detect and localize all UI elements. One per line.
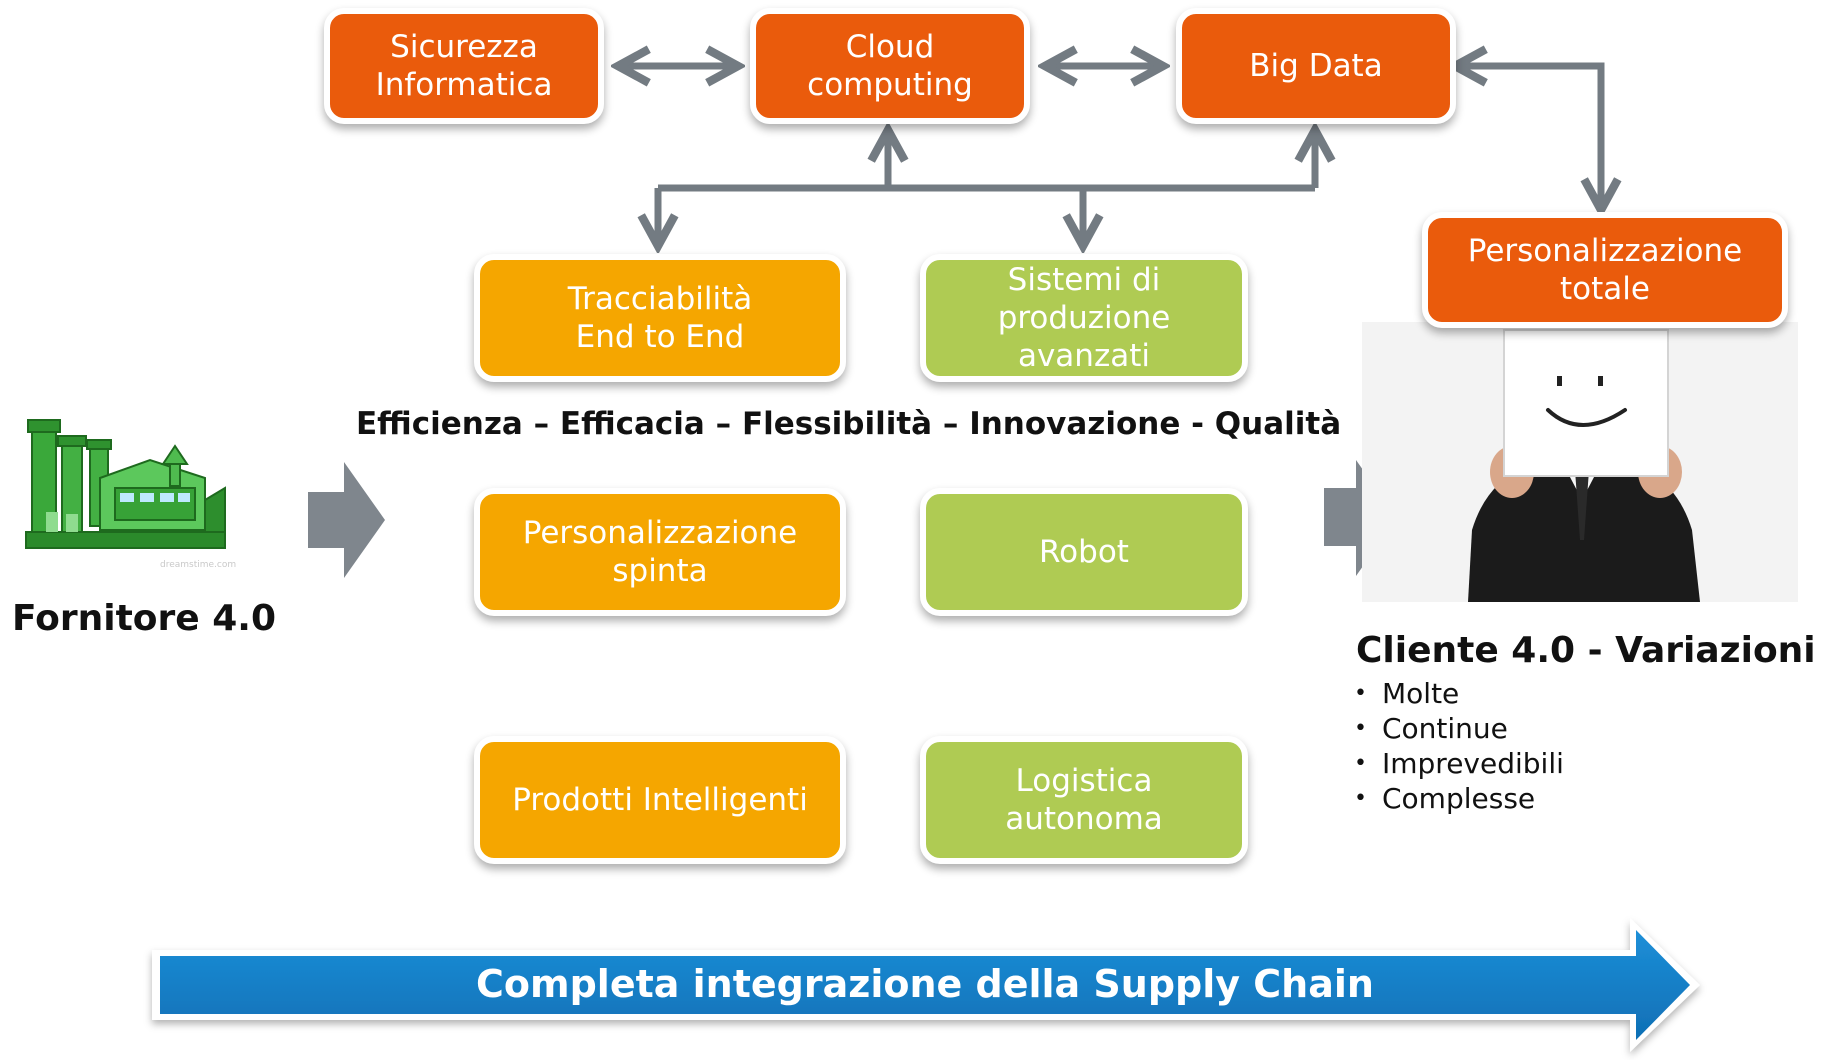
supplier-label: Fornitore 4.0 — [12, 598, 277, 639]
big-data-label: Big Data — [1249, 48, 1383, 84]
customer-flow-arrow — [1324, 460, 1397, 576]
personalizzazione-totale-label: Personalizzazione totale — [1467, 233, 1743, 307]
sicurezza-informatica-box: Sicurezza Informatica — [324, 8, 604, 124]
supply-chain-banner-arrow — [152, 918, 1700, 1052]
cloud-computing-label: Cloud computing — [807, 29, 973, 103]
prodotti-intelligenti-label: Prodotti Intelligenti — [512, 782, 808, 818]
customer-title: Cliente 4.0 - Variazioni — [1356, 630, 1816, 671]
list-item: Continue — [1352, 711, 1564, 746]
tracciabilita-label: Tracciabilità End to End — [567, 281, 753, 355]
supply-chain-banner-label: Completa integrazione della Supply Chain — [476, 962, 1374, 1006]
customer-variations-list: Molte Continue Imprevedibili Complesse — [1352, 676, 1564, 816]
big-data-box: Big Data — [1176, 8, 1456, 124]
sicurezza-informatica-label: Sicurezza Informatica — [375, 29, 553, 103]
list-item: Complesse — [1352, 781, 1564, 816]
bigdata-personalizzazione-arrow — [1455, 66, 1601, 210]
list-item: Molte — [1352, 676, 1564, 711]
tech-distribution-connector — [658, 130, 1315, 246]
cloud-computing-box: Cloud computing — [750, 8, 1030, 124]
robot-label: Robot — [1039, 534, 1129, 570]
personalizzazione-totale-box: Personalizzazione totale — [1422, 212, 1788, 328]
robot-box: Robot — [920, 488, 1248, 616]
supplier-flow-arrow — [308, 462, 385, 578]
prodotti-intelligenti-box: Prodotti Intelligenti — [474, 736, 846, 864]
logistica-autonoma-label: Logistica autonoma — [1005, 763, 1163, 837]
personalizzazione-spinta-box: Personalizzazione spinta — [474, 488, 846, 616]
tracciabilita-box: Tracciabilità End to End — [474, 254, 846, 382]
factory-watermark: dreamstime.com — [160, 560, 237, 570]
smiley-face-photo — [1362, 322, 1798, 602]
personalizzazione-spinta-label: Personalizzazione spinta — [522, 515, 798, 589]
sistemi-produzione-box: Sistemi di produzione avanzati — [920, 254, 1248, 382]
factory-icon — [25, 419, 226, 549]
sistemi-produzione-label: Sistemi di produzione avanzati — [997, 262, 1171, 374]
logistica-autonoma-box: Logistica autonoma — [920, 736, 1248, 864]
values-line: Efficienza – Efficacia – Flessibilità – … — [356, 406, 1342, 442]
list-item: Imprevedibili — [1352, 746, 1564, 781]
